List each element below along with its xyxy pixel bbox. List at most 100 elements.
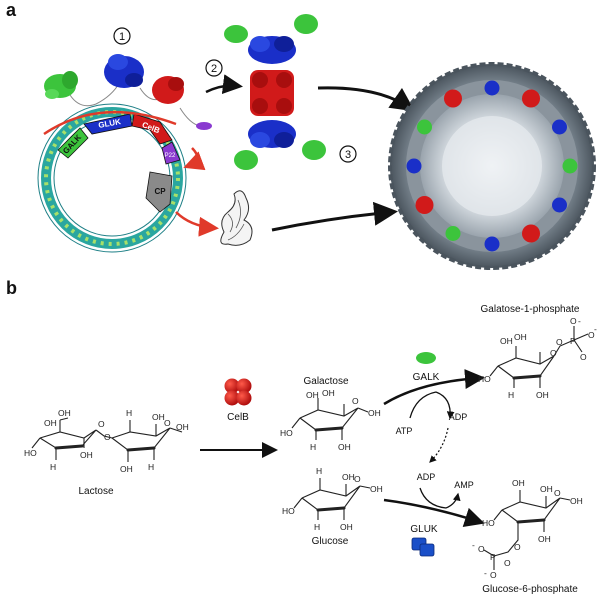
adp-bottom-label: ADP [417,472,436,482]
svg-text:O: O [490,570,497,580]
svg-text:OH: OH [306,390,319,400]
arrow-galk-reaction [383,369,485,406]
lactose-label: Lactose [78,486,113,497]
gal1p-label: Galatose-1-phosphate [481,304,580,315]
svg-text:OH: OH [570,496,583,506]
gene-sp: P22 [161,141,181,165]
plasmid-map: GALK GLUK CelB P22 CP [37,103,219,253]
svg-text:O: O [554,488,561,498]
celb-domain [152,76,184,104]
svg-text:OH: OH [540,484,553,494]
svg-text:O: O [588,330,595,340]
amp-label: AMP [454,480,474,490]
gluk-encapsulated [552,197,567,213]
svg-text:HO: HO [482,518,495,528]
gluk-encapsulated [484,236,500,252]
svg-text:O: O [550,348,557,358]
panel-a-label: a [6,0,17,20]
celb-enzyme-icon: CelB [224,378,252,423]
step-2-marker: 2 [205,59,223,77]
svg-text:OH: OH [80,450,93,460]
gluk-encapsulated [484,80,500,96]
gluk-enzyme-icon: GLUK [410,524,438,557]
expression-arrow-sp [183,147,206,171]
svg-text:O: O [504,558,511,568]
gene-cp: CP [145,171,173,213]
svg-text:OH: OH [338,442,351,452]
atp-curve [409,391,437,419]
svg-text:-: - [484,568,487,578]
svg-text:O: O [570,316,577,326]
svg-text:O: O [104,432,111,442]
adp-in-curve [419,487,447,509]
svg-text:H: H [148,462,154,472]
arrow-step-2 [205,74,243,95]
gluk-domain [104,54,144,88]
step-3-label: 3 [345,149,351,161]
arrow-to-capsid-bottom [271,201,398,232]
svg-text:OH: OH [152,412,165,422]
galk-domain [44,71,78,99]
svg-text:P: P [490,552,496,562]
gluk-dimer-top [248,36,296,64]
gene-p22-label: P22 [165,153,176,159]
arrow-to-capsid-top [317,86,415,112]
svg-text:OH: OH [340,522,353,532]
svg-text:O: O [514,542,521,552]
svg-text:O: O [478,544,485,554]
adp-out-curve [435,391,455,420]
amp-out-curve [445,492,461,509]
gene-celb: CelB [131,113,173,145]
glucose-label: Glucose [312,536,349,547]
glucose-6-phosphate-structure: OH OH HO OH O OH O P O - O - O Glucose-6… [472,478,583,595]
svg-text:OH: OH [536,390,549,400]
step-2-label: 2 [211,63,217,75]
step-1-label: 1 [119,31,125,43]
panel-b-label: b [6,278,17,298]
svg-text:OH: OH [44,418,57,428]
lactose-structure: OH OH HO H OH O O H OH O OH H OH Lactose [24,408,189,497]
celb-enzyme-label: CelB [227,412,249,423]
celb-encapsulated [415,196,434,214]
step-1-marker: 1 [113,27,131,45]
svg-text:OH: OH [58,408,71,418]
coat-protein-structure [220,190,253,246]
gluk-encapsulated [406,158,422,174]
svg-text:OH: OH [514,332,527,342]
galactose-1-phosphate-structure: Galatose-1-phosphate OH OH HO H OH O O P… [478,304,597,400]
svg-text:OH: OH [370,484,383,494]
svg-text:OH: OH [512,478,525,488]
svg-text:HO: HO [282,506,295,516]
svg-text:OH: OH [500,336,513,346]
gluk-encapsulated [552,119,567,135]
galk-encapsulated [562,158,578,174]
expression-arrow-cp [175,211,219,237]
celb-encapsulated [444,89,462,108]
svg-text:O: O [352,396,359,406]
galk-encapsulated [445,226,461,241]
svg-text:-: - [472,540,475,550]
celb-encapsulated [522,224,540,243]
panel-b: b OH OH HO H OH O O H OH O OH H OH Lacto… [6,278,597,595]
gluk-enzyme-label: GLUK [410,524,438,535]
svg-text:O: O [354,474,361,484]
step-3-marker: 3 [339,145,357,163]
galk-encapsulated [417,119,432,135]
galk-subunit-bl [234,150,258,170]
svg-text:O: O [164,418,171,428]
adp-regeneration-arrow [429,427,449,463]
adp-top-label: ADP [449,412,468,422]
fusion-protein-structure [44,54,212,130]
celb-encapsulated [522,89,540,108]
svg-text:OH: OH [538,534,551,544]
arrow-gluk-reaction [383,498,485,527]
glucose-structure: H OH HO H OH O OH Glucose [282,466,383,547]
svg-text:H: H [310,442,316,452]
svg-text:H: H [316,466,322,476]
svg-text:H: H [314,522,320,532]
expression-arrow-fusion [43,110,177,136]
svg-text:-: - [578,316,581,326]
svg-text:H: H [508,390,514,400]
gluk-dimer-bottom [248,120,296,148]
